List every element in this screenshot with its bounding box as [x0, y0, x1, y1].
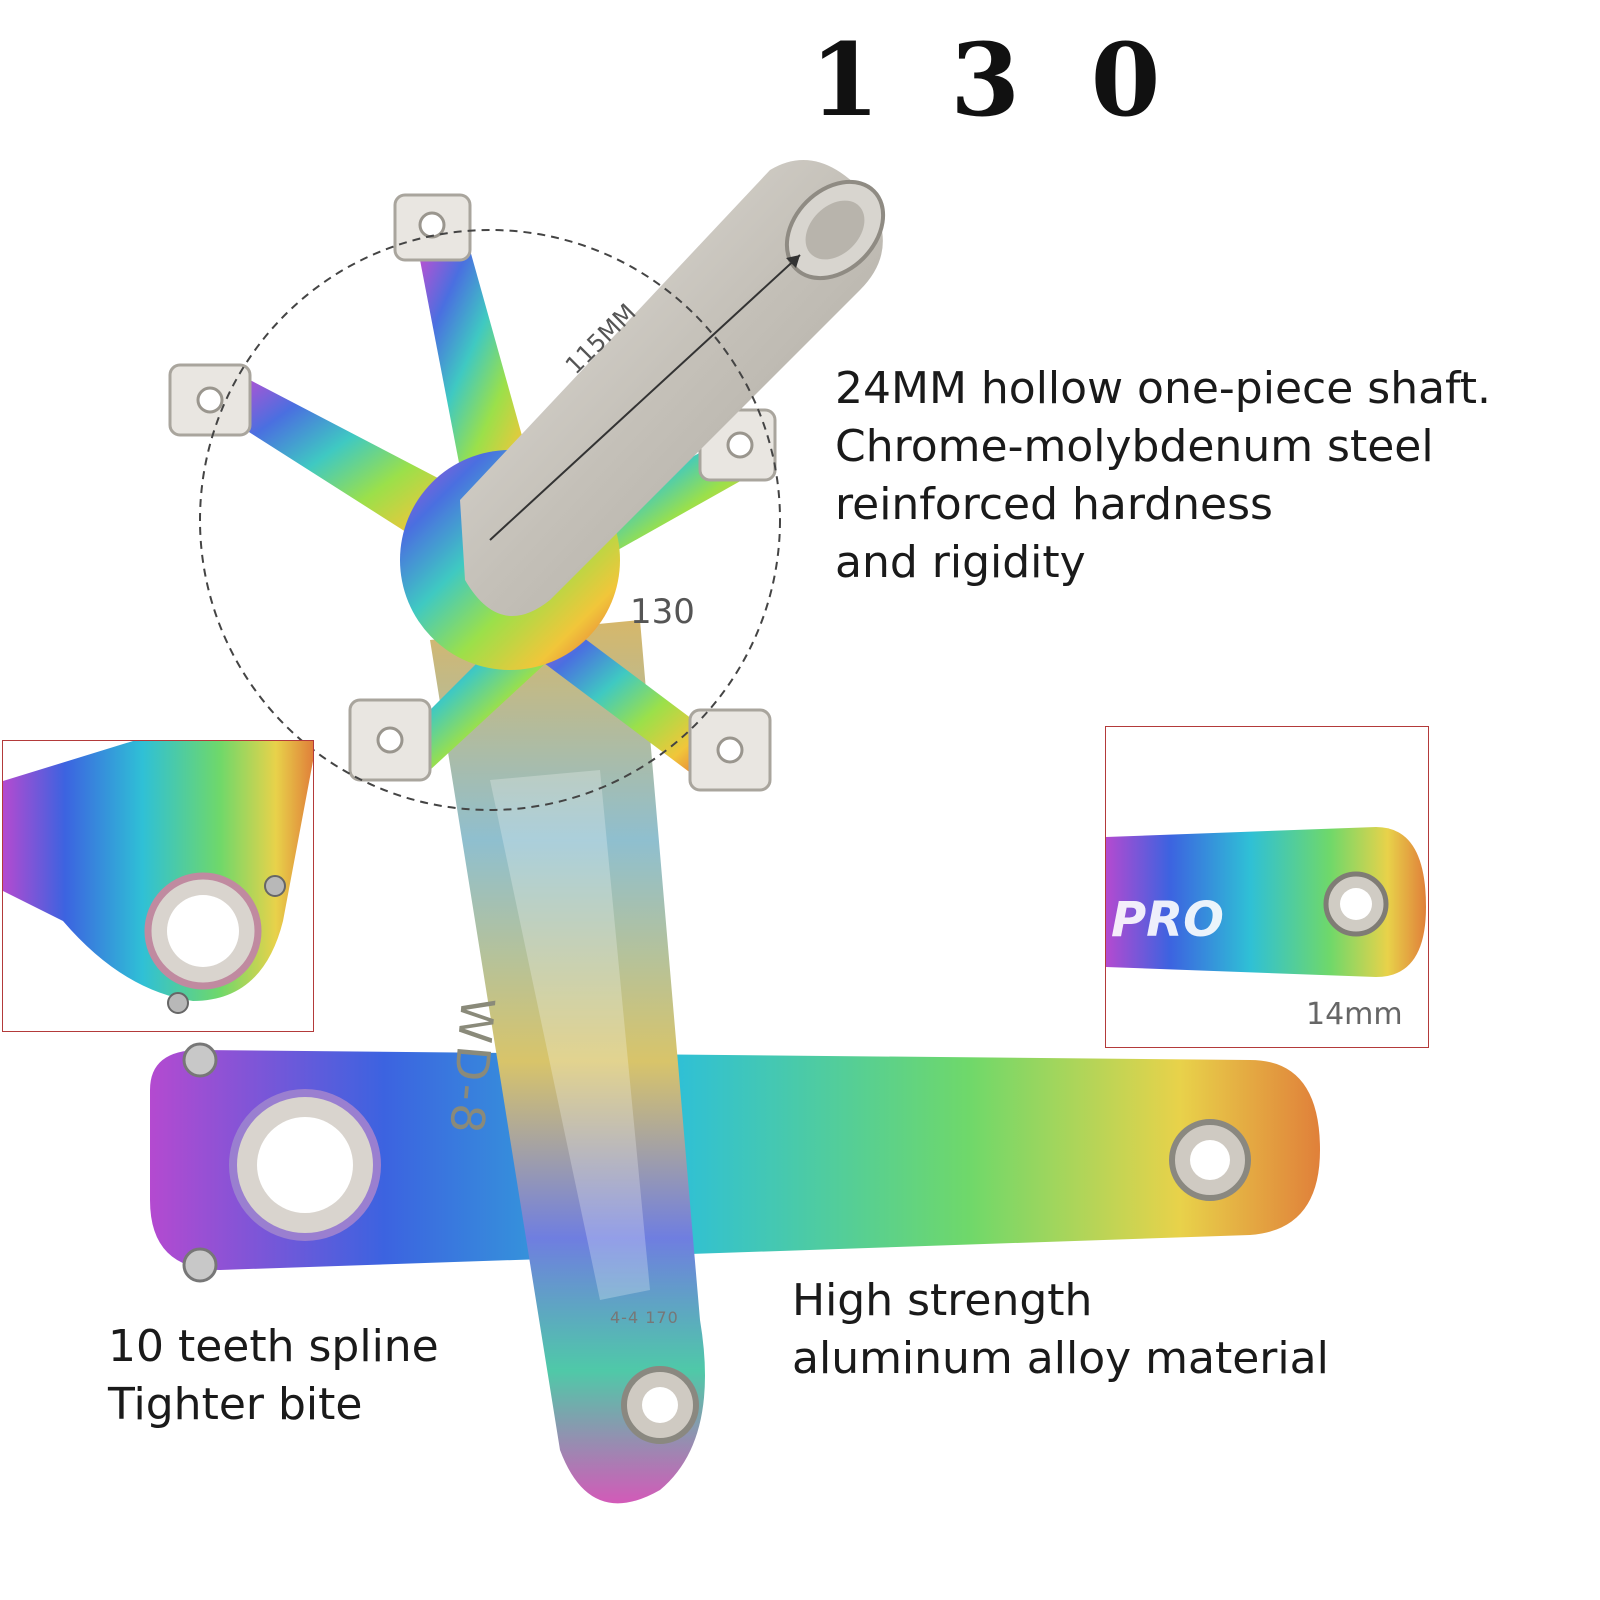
spline-description: 10 teeth spline Tighter bite: [108, 1318, 439, 1434]
spline-description-line: Tighter bite: [108, 1379, 363, 1430]
thread-size-label: 14mm: [1306, 997, 1403, 1032]
shaft-description-line: 24MM hollow one-piece shaft.: [835, 363, 1492, 414]
spline-description-line: 10 teeth spline: [108, 1321, 439, 1372]
spline-closeup-inset: [2, 740, 314, 1032]
pedal-thread-inset: PRO 14mm: [1105, 726, 1429, 1048]
spider-bolt-tabs: [168, 193, 777, 792]
spline-closeup-image: [3, 741, 313, 1014]
bcd-circle: [199, 229, 781, 811]
brand-logo-text: PRO: [1111, 892, 1224, 948]
shaft-description: 24MM hollow one-piece shaft. Chrome-moly…: [835, 360, 1491, 592]
shaft-description-line: reinforced hardness: [835, 479, 1273, 530]
right-crank-arm: [430, 620, 705, 1504]
arm-size-engraving: 4-4 170: [610, 1308, 679, 1327]
pedal-thread-image: [1106, 827, 1426, 977]
bcd-label: 130: [630, 592, 695, 632]
material-description-line: aluminum alloy material: [792, 1333, 1329, 1384]
left-crank-arm: [150, 1042, 1320, 1283]
page-title: 1 3 0: [810, 21, 1179, 139]
material-description-line: High strength: [792, 1275, 1093, 1326]
spindle-shaft: [460, 160, 886, 616]
shaft-description-line: and rigidity: [835, 537, 1086, 588]
material-description: High strength aluminum alloy material: [792, 1272, 1329, 1388]
shaft-description-line: Chrome-molybdenum steel: [835, 421, 1434, 472]
